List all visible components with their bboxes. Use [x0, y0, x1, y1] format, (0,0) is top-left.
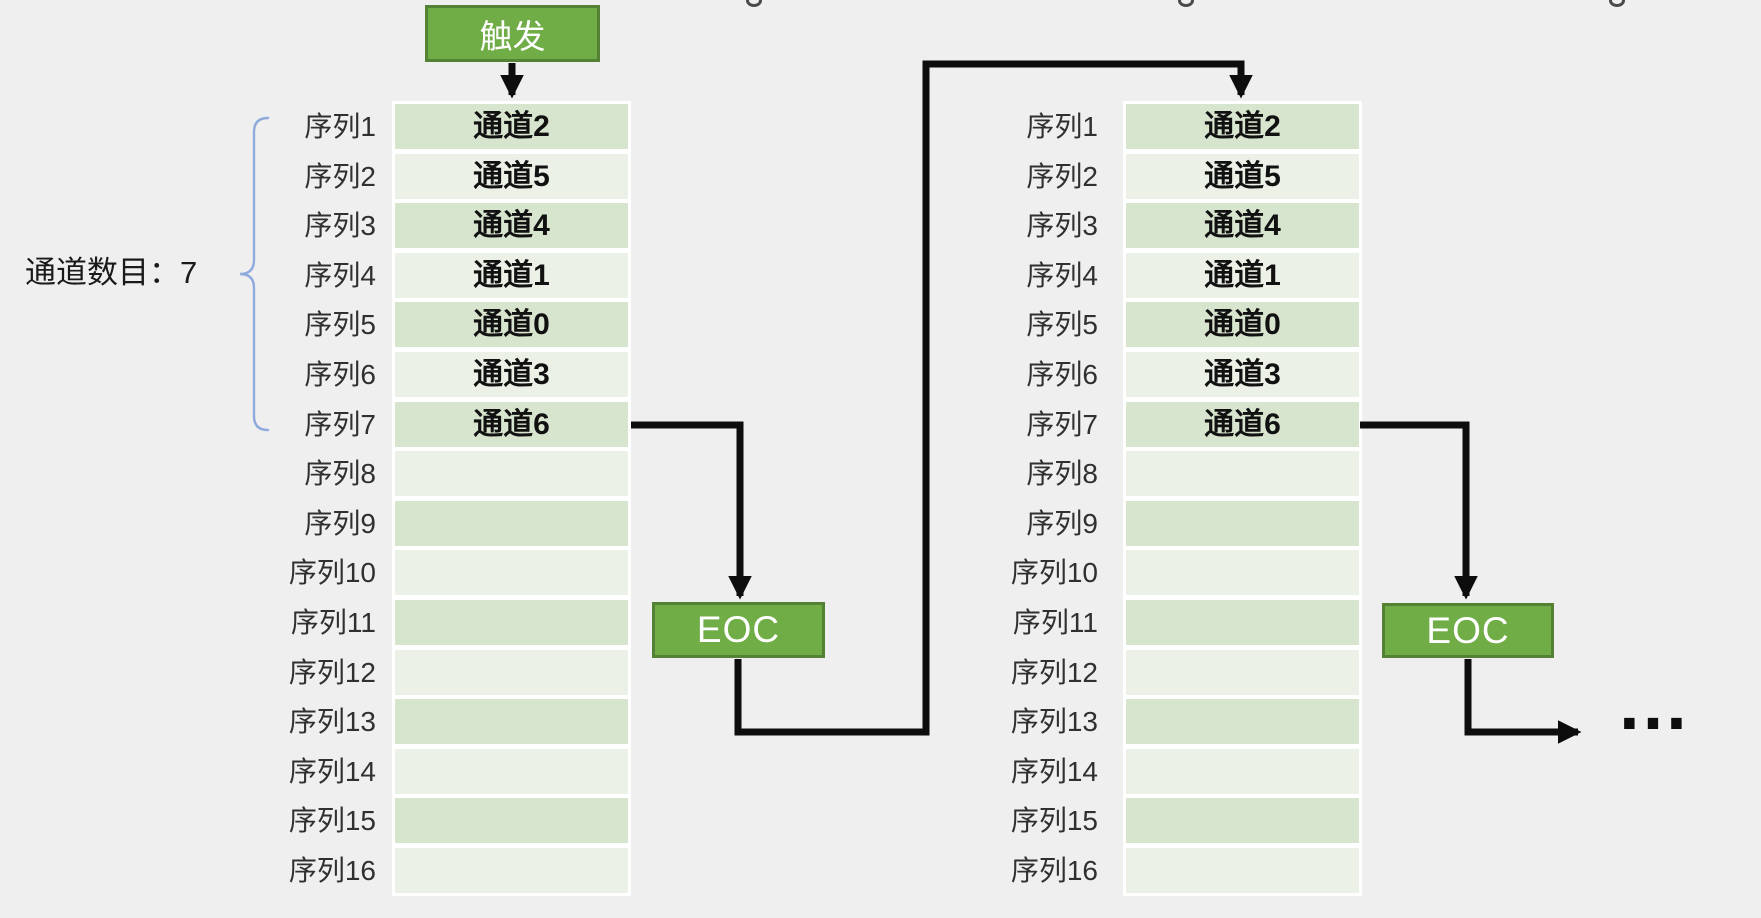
eoc-box-right: EOC	[1382, 603, 1554, 658]
sequence-label: 序列10	[288, 557, 376, 589]
eoc-left-label: EOC	[696, 609, 781, 650]
sequence-label: 序列12	[288, 656, 376, 688]
trigger-box: 触发	[425, 5, 600, 62]
empty-channel-cell	[395, 550, 628, 596]
empty-channel-cell	[1126, 847, 1359, 893]
continuation-ellipsis: …	[1616, 662, 1692, 745]
empty-channel-cell	[1126, 500, 1359, 546]
arrow-eoc-right-to-continuation	[1464, 659, 1582, 744]
sequence-label: 序列8	[1026, 458, 1098, 490]
channel-cell: 通道2	[1126, 104, 1359, 149]
empty-channel-cell	[395, 649, 628, 695]
sequence-label: 序列3	[304, 210, 376, 242]
arrow-seq7-left-to-eoc	[631, 421, 752, 600]
empty-channel-cell	[395, 847, 628, 893]
channel-cell: 通道5	[1126, 153, 1359, 199]
clipped-glyph-artifact	[1178, 0, 1194, 7]
sequence-label: 序列13	[288, 706, 376, 738]
sequence-label: 序列16	[288, 854, 376, 886]
eoc-box-left: EOC	[652, 602, 825, 658]
channel-count-label: 通道数目：7	[25, 255, 198, 290]
empty-channel-cell	[395, 599, 628, 645]
empty-channel-cell	[1126, 798, 1359, 844]
empty-channel-cell	[395, 451, 628, 497]
sequence-label: 序列5	[1026, 309, 1098, 341]
channel-cell: 通道1	[1126, 252, 1359, 298]
sequence-label: 序列15	[288, 805, 376, 837]
empty-channel-cell	[1126, 748, 1359, 794]
channel-cell: 通道4	[1126, 203, 1359, 249]
sequence-label: 序列4	[1026, 259, 1098, 291]
channel-cell: 通道6	[1126, 401, 1359, 447]
sequence-label: 序列12	[1010, 656, 1098, 688]
empty-channel-cell	[1126, 550, 1359, 596]
channel-cell: 通道5	[395, 153, 628, 199]
sequence-label: 序列1	[1026, 111, 1098, 142]
empty-channel-cell	[1126, 599, 1359, 645]
channel-cell: 通道1	[395, 252, 628, 298]
empty-channel-cell	[395, 500, 628, 546]
channel-cell: 通道4	[395, 203, 628, 249]
sequence-label: 序列9	[304, 507, 376, 539]
channel-cell: 通道0	[395, 302, 628, 348]
sequence-label: 序列11	[1012, 606, 1098, 638]
sequence-label: 序列4	[304, 259, 376, 291]
empty-channel-cell	[1126, 699, 1359, 745]
sequence-label: 序列15	[1010, 805, 1098, 837]
sequence-label: 序列3	[1026, 210, 1098, 242]
channel-cell: 通道3	[1126, 351, 1359, 397]
channel-cell: 通道0	[1126, 302, 1359, 348]
clipped-glyph-artifact	[1609, 0, 1625, 7]
sequence-label: 序列11	[290, 606, 376, 638]
channel-cell: 通道3	[395, 351, 628, 397]
channel-cell: 通道6	[395, 401, 628, 447]
sequence-labels-right: 序列1 序列2 序列3 序列4 序列5 序列6 序列7 序列8 序列9 序列10 序列11 序列12 序…	[884, 104, 1098, 893]
sequence-label: 序列2	[304, 160, 376, 192]
sequence-label: 序列7	[304, 408, 376, 440]
empty-channel-cell	[395, 748, 628, 794]
empty-channel-cell	[1126, 451, 1359, 497]
sequence-label: 序列6	[1026, 358, 1098, 390]
sequence-label: 序列2	[1026, 160, 1098, 192]
sequence-label: 序列8	[304, 458, 376, 490]
channel-cell: 通道2	[395, 104, 628, 149]
sequence-label: 序列16	[1010, 854, 1098, 886]
trigger-label: 触发	[479, 17, 546, 55]
arrow-seq7-right-to-eoc	[1360, 421, 1478, 600]
sequence-label: 序列9	[1026, 507, 1098, 539]
clipped-glyph-artifact	[746, 0, 762, 7]
sequence-label: 序列5	[304, 309, 376, 341]
empty-channel-cell	[1126, 649, 1359, 695]
empty-channel-cell	[395, 798, 628, 844]
empty-channel-cell	[395, 699, 628, 745]
sequence-label: 序列1	[304, 111, 376, 142]
sequence-label: 序列13	[1010, 706, 1098, 738]
sequence-label: 序列10	[1010, 557, 1098, 589]
sequence-label: 序列7	[1026, 408, 1098, 440]
sequence-labels-left: 序列1 序列2 序列3 序列4 序列5 序列6 序列7 序列8 序列9 序列10 序列11 序列12 序…	[162, 104, 376, 893]
sequence-label: 序列14	[288, 755, 376, 787]
sequence-label: 序列14	[1010, 755, 1098, 787]
sequence-label: 序列6	[304, 358, 376, 390]
eoc-right-label: EOC	[1426, 609, 1510, 651]
